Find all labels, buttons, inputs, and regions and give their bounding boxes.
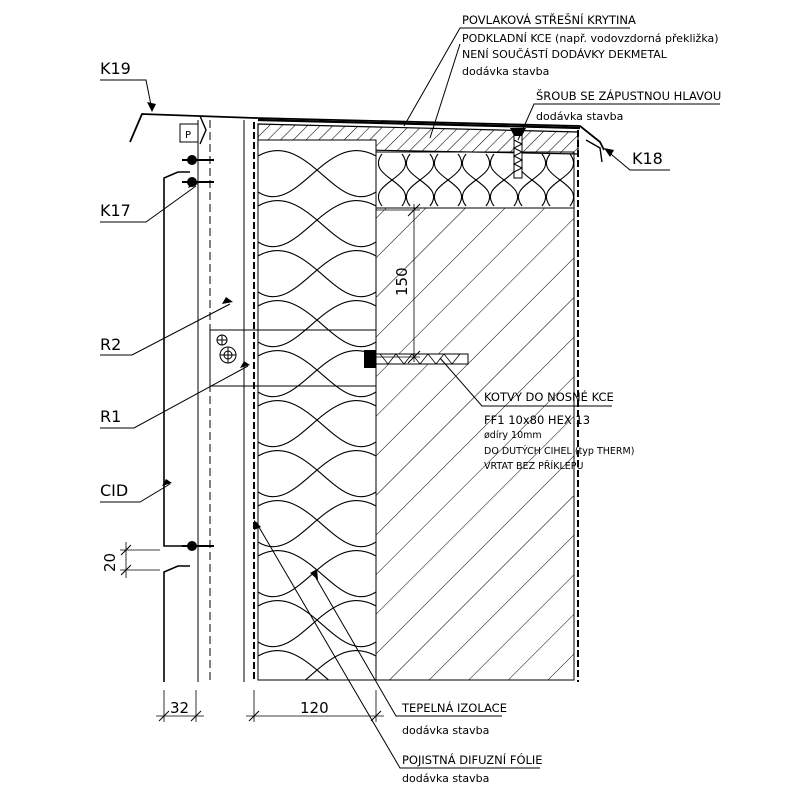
- dimension-32: [156, 690, 204, 722]
- dimension-150-label: 150: [393, 267, 411, 296]
- top-insulation-wave: [462, 153, 490, 207]
- dimension-120: [246, 690, 384, 722]
- label-k18: K18: [632, 149, 663, 168]
- label-substructure-3: dodávka stavba: [462, 65, 549, 78]
- cladding-panel-lower: [163, 565, 190, 682]
- top-insulation-wave: [406, 153, 434, 207]
- leader-arrowheads: [147, 102, 614, 580]
- p-box: [179, 123, 199, 143]
- label-anchors-2: ødíry 10mm: [484, 430, 542, 441]
- leader-membrane: [403, 27, 630, 127]
- rivet: [182, 541, 214, 551]
- dimension-20: [120, 542, 160, 578]
- label-substructure-2: NENÍ SOUČÁSTÍ DODÁVKY DEKMETAL: [462, 48, 668, 61]
- leader-foil: [255, 521, 540, 769]
- label-r2: R2: [100, 335, 121, 354]
- bracket-bolt-icon: [219, 346, 237, 364]
- insulation-wave: [258, 449, 376, 498]
- rivet: [182, 155, 214, 165]
- label-k19: K19: [100, 59, 131, 78]
- label-foil-supply: dodávka stavba: [402, 772, 489, 785]
- label-insulation: TEPELNÁ IZOLACE: [401, 700, 507, 715]
- leader-anchors: [439, 357, 612, 407]
- roof-membrane: [257, 118, 581, 130]
- dimension-20-label: 20: [101, 553, 119, 572]
- leader-r2: [100, 303, 231, 356]
- masonry-wall: [375, 207, 575, 681]
- label-cid: CID: [100, 481, 128, 500]
- label-anchors-4: VRTAT BEZ PŘÍKLEPU: [484, 460, 583, 472]
- dimension-32-label: 32: [170, 699, 189, 717]
- wall-anchor: [364, 350, 469, 368]
- label-anchors-3: DO DUTÝCH CIHEL (typ THERM): [484, 445, 634, 457]
- label-r1: R1: [100, 407, 121, 426]
- insulation-wave: [258, 199, 376, 248]
- insulation-wave: [258, 499, 376, 548]
- insulation-wave: [258, 299, 376, 348]
- insulation-wave: [258, 249, 376, 298]
- label-screw: ŠROUB SE ZÁPUSTNOU HLAVOU: [536, 88, 721, 103]
- leader-k19: [100, 79, 153, 111]
- insulation-wave: [258, 349, 376, 398]
- leader-k18: [605, 149, 670, 171]
- p-label: P: [185, 130, 191, 141]
- top-insulation-block: [375, 151, 575, 209]
- dimension-150: [376, 203, 421, 364]
- edge-flashing-k18: [585, 139, 603, 163]
- coping-drip-k19: [199, 115, 207, 145]
- top-insulation-wave: [378, 153, 406, 207]
- top-insulation-waves: [378, 153, 574, 207]
- label-anchors-1: FF1 10x80 HEX 13: [484, 413, 590, 427]
- dimension-120-label: 120: [300, 699, 329, 717]
- leader-substructure: [429, 43, 461, 139]
- label-anchors-title: KOTVY DO NOSNÉ KCE: [484, 389, 614, 404]
- label-k17: K17: [100, 201, 131, 220]
- leader-cid: [100, 483, 171, 503]
- insulation-waves: [258, 149, 376, 680]
- leader-insulation: [315, 577, 502, 717]
- top-insulation-wave: [546, 153, 574, 207]
- top-insulation-wave: [434, 153, 462, 207]
- coping-flashing-k19: [129, 113, 605, 151]
- label-membrane: POVLAKOVÁ STŘEŠNÍ KRYTINA: [462, 12, 636, 27]
- insulation-wave: [258, 399, 376, 448]
- label-insulation-supply: dodávka stavba: [402, 724, 489, 737]
- leader-k17: [100, 185, 197, 223]
- label-screw-supply: dodávka stavba: [536, 110, 623, 123]
- leader-r1: [100, 365, 249, 429]
- cladding-panel-upper: [163, 171, 190, 547]
- leader-screw: [517, 103, 720, 141]
- label-substructure-1: PODKLADNÍ KCE (např. vodovzdorná překliž…: [462, 32, 719, 45]
- thermal-insulation: [257, 139, 377, 681]
- insulation-wave: [258, 149, 376, 198]
- bracket-bolt-icon: [216, 334, 228, 346]
- insulation-wave: [258, 599, 376, 648]
- label-foil: POJISTNÁ DIFUZNÍ FÓLIE: [402, 752, 543, 767]
